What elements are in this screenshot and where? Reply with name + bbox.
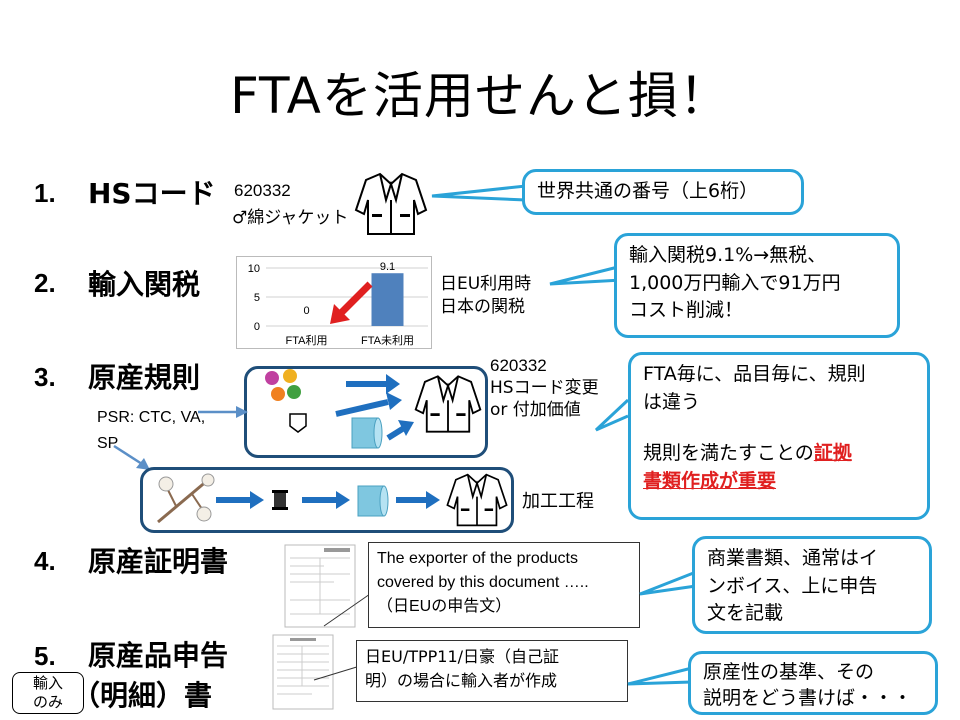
item-2-label: 輸入関税 <box>88 268 201 301</box>
rule-line2: or 付加価値 <box>490 400 581 421</box>
red-arrow-icon <box>330 281 373 324</box>
callout-hs-code-text: 世界共通の番号（上6桁） <box>537 180 759 202</box>
item-1-label: HSコード <box>88 177 216 210</box>
callout-declaration-line1: 原産性の基準、その <box>703 661 875 683</box>
hs-description: ♂綿ジャケット <box>232 208 349 228</box>
chart-data-label: 9.1 <box>380 261 395 273</box>
item-2-number: 2. <box>34 268 56 298</box>
callout-5-pointer <box>627 666 693 686</box>
fabric-roll-icon <box>351 417 383 449</box>
psr-line2: SP <box>97 434 119 452</box>
certificate-line3: （日EUの申告文） <box>377 598 512 615</box>
tariff-note: 日EU利用時 日本の関税 <box>440 273 531 319</box>
callout-declaration: 原産性の基準、その 説明をどう書けば・・・ <box>688 651 938 715</box>
declaration-text-box: 日EU/TPP11/日豪（自己証 明）の場合に輸入者が作成 <box>356 640 628 702</box>
callout-rules: FTA毎に、品目毎に、規則 は違う 規則を満たすことの証拠 書類作成が重要 <box>628 352 930 520</box>
callout-1-pointer <box>431 184 527 202</box>
declaration-line2: 明）の場合に輸入者が作成 <box>365 671 558 690</box>
buttons-icon <box>265 369 301 401</box>
chart-y-tick-label: 10 <box>248 263 260 275</box>
item-5-label: 原産品申告 <box>88 639 229 672</box>
slide-title: FTAを活用せんと損！ <box>230 67 730 125</box>
item-5-number: 5. <box>34 641 56 671</box>
tariff-note-line2: 日本の関税 <box>440 296 525 317</box>
process-label: 加工工程 <box>522 491 594 512</box>
process-box <box>140 467 514 533</box>
certificate-thumbnail-icon <box>284 544 356 628</box>
callout-2-pointer <box>549 264 623 286</box>
certificate-leader-line <box>323 593 371 627</box>
callout-tariff-line2: 1,000万円輸入で91万円 <box>629 271 841 294</box>
callout-hs-code: 世界共通の番号（上6桁） <box>522 169 804 215</box>
rule-line1: HSコード変更 <box>490 378 599 399</box>
callout-certificate-line3: 文を記載 <box>707 602 784 625</box>
callout-tariff-line3: コスト削減！ <box>629 299 744 322</box>
chart-data-label: 0 <box>303 305 309 317</box>
item-5-label-line2: （明細）書 <box>72 679 213 712</box>
chart-y-tick-label: 0 <box>254 321 260 333</box>
callout-rules-line2: は違う <box>643 390 701 413</box>
chart-category-label: FTA未利用 <box>361 334 414 347</box>
callout-tariff-line1: 輸入関税9.1%→無税、 <box>629 244 827 266</box>
chart-category-label: FTA利用 <box>286 334 328 347</box>
declaration-leader-line <box>313 665 361 681</box>
fabric-roll-icon <box>357 485 389 517</box>
item-4-label: 原産証明書 <box>88 545 229 578</box>
rule-code: 620332 <box>490 356 547 375</box>
hs-code: 620332 <box>234 181 291 200</box>
psr-text: PSR: CTC, VA, SP <box>97 405 205 456</box>
process-arrows <box>216 491 440 509</box>
pocket-icon <box>289 413 307 433</box>
cotton-icon <box>157 473 215 524</box>
declaration-thumbnail-icon <box>272 634 334 710</box>
callout-rules-red1: 証拠 <box>813 442 852 465</box>
psr-arrow-2-icon <box>113 444 150 470</box>
item-3-number: 3. <box>34 362 56 392</box>
jacket-icon <box>446 473 508 527</box>
certificate-line1: The exporter of the products <box>377 550 578 567</box>
certificate-line2: covered by this document ….. <box>377 574 589 591</box>
psr-line1: PSR: CTC, VA, <box>97 409 206 426</box>
certificate-text-box: The exporter of the products covered by … <box>368 542 640 628</box>
thread-spool-icon <box>272 490 288 510</box>
declaration-line1: 日EU/TPP11/日豪（自己証 <box>365 647 560 666</box>
materials-arrows <box>335 374 414 441</box>
jacket-icon <box>414 375 482 433</box>
badge-line1: 輸入 <box>32 674 63 692</box>
jacket-icon <box>354 172 428 235</box>
item-3-label: 原産規則 <box>88 361 201 394</box>
chart-y-tick-label: 5 <box>254 292 260 304</box>
chart-bar <box>371 273 404 326</box>
item-1-number: 1. <box>34 178 56 208</box>
tariff-note-line1: 日EU利用時 <box>440 274 532 294</box>
callout-rules-pre: 規則を満たすことの <box>643 442 814 465</box>
callout-rules-line1: FTA毎に、品目毎に、規則 <box>643 363 866 385</box>
callout-rules-red2: 書類作成が重要 <box>643 469 777 492</box>
rule-text: 620332 HSコード変更 or 付加価値 <box>490 355 599 421</box>
callout-certificate-line1: 商業書類、通常はイ <box>707 547 879 569</box>
callout-certificate: 商業書類、通常はイ ンボイス、上に申告 文を記載 <box>692 536 932 634</box>
import-only-badge: 輸入 のみ <box>12 672 84 714</box>
callout-tariff: 輸入関税9.1%→無税、 1,000万円輸入で91万円 コスト削減！ <box>614 233 900 338</box>
callout-3-pointer <box>594 398 630 432</box>
psr-arrow-icon <box>198 406 248 418</box>
callout-declaration-line2: 説明をどう書けば・・・ <box>703 686 913 709</box>
item-4-number: 4. <box>34 546 56 576</box>
callout-4-pointer <box>639 570 697 596</box>
callout-certificate-line2: ンボイス、上に申告 <box>707 574 878 597</box>
badge-line2: のみ <box>32 692 63 711</box>
